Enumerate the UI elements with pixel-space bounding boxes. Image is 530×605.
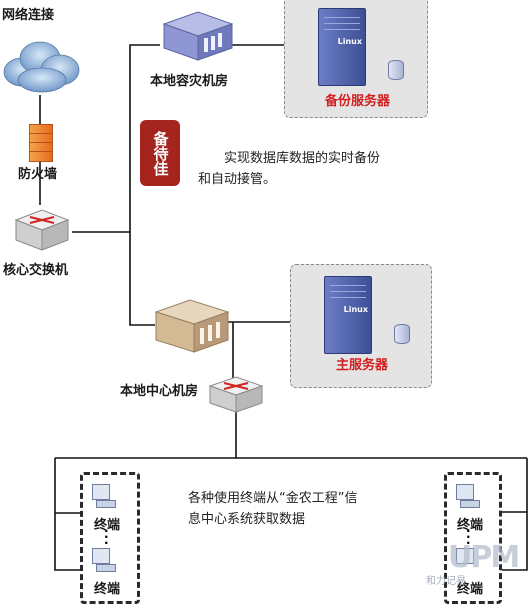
terminal-description-line2: 息中心系统获取数据 bbox=[188, 512, 306, 527]
terminal-pc-icon bbox=[92, 484, 110, 500]
main-server-icon: Linux bbox=[324, 276, 372, 354]
line-bus-center bbox=[129, 232, 155, 326]
terminal-ellipsis: ··· bbox=[104, 524, 109, 550]
watermark-logo: UPM bbox=[448, 540, 520, 575]
terminal-description-line1: 各种使用终端从“金农工程”信 bbox=[188, 491, 358, 506]
center-room-building-icon bbox=[152, 294, 232, 358]
center-room-label: 本地中心机房 bbox=[120, 384, 199, 399]
backup-description: 实现数据库数据的实时备份 和自动接管。 bbox=[198, 148, 380, 190]
line-left-bus bbox=[54, 458, 82, 571]
seal-stamp: 备待佳 bbox=[140, 120, 180, 186]
internet-label: 网络连接 bbox=[2, 8, 55, 23]
core-switch-icon bbox=[10, 206, 74, 258]
terminal-keyboard-icon bbox=[96, 564, 116, 572]
terminal-label: 终端 bbox=[94, 518, 121, 533]
terminal-label: 终端 bbox=[457, 518, 484, 533]
backup-server-os-label: Linux bbox=[337, 37, 362, 46]
terminal-label: 终端 bbox=[457, 582, 484, 597]
terminal-description: 各种使用终端从“金农工程”信 息中心系统获取数据 bbox=[188, 488, 357, 530]
left-terminal-group bbox=[80, 472, 140, 604]
center-switch-icon bbox=[206, 374, 266, 420]
backup-server-label: 备份服务器 bbox=[325, 94, 391, 109]
firewall-label: 防火墙 bbox=[18, 167, 58, 182]
terminal-pc-icon bbox=[92, 548, 110, 564]
terminal-pc-icon bbox=[456, 548, 474, 564]
terminal-keyboard-icon bbox=[96, 500, 116, 508]
terminal-ellipsis: ··· bbox=[466, 524, 471, 550]
disaster-room-building-icon bbox=[160, 6, 234, 66]
main-disk-icon bbox=[394, 324, 410, 344]
main-server-label: 主服务器 bbox=[336, 358, 389, 373]
terminal-keyboard-icon bbox=[460, 500, 480, 508]
line-right-bus bbox=[498, 458, 528, 571]
backup-server-icon: Linux bbox=[318, 8, 366, 86]
backup-description-line1: 实现数据库数据的实时备份 bbox=[224, 151, 381, 166]
disaster-room-label: 本地容灾机房 bbox=[150, 74, 229, 89]
cloud-icon bbox=[0, 34, 82, 100]
firewall-icon bbox=[29, 124, 53, 162]
line-bus-disaster bbox=[129, 44, 160, 232]
terminal-label: 终端 bbox=[94, 582, 121, 597]
core-switch-label: 核心交换机 bbox=[3, 263, 69, 278]
terminal-pc-icon bbox=[456, 484, 474, 500]
backup-disk-icon bbox=[388, 60, 404, 80]
main-server-os-label: Linux bbox=[343, 305, 368, 314]
backup-description-line2: 和自动接管。 bbox=[198, 172, 277, 187]
watermark-caption: 和力记易 bbox=[426, 576, 466, 587]
